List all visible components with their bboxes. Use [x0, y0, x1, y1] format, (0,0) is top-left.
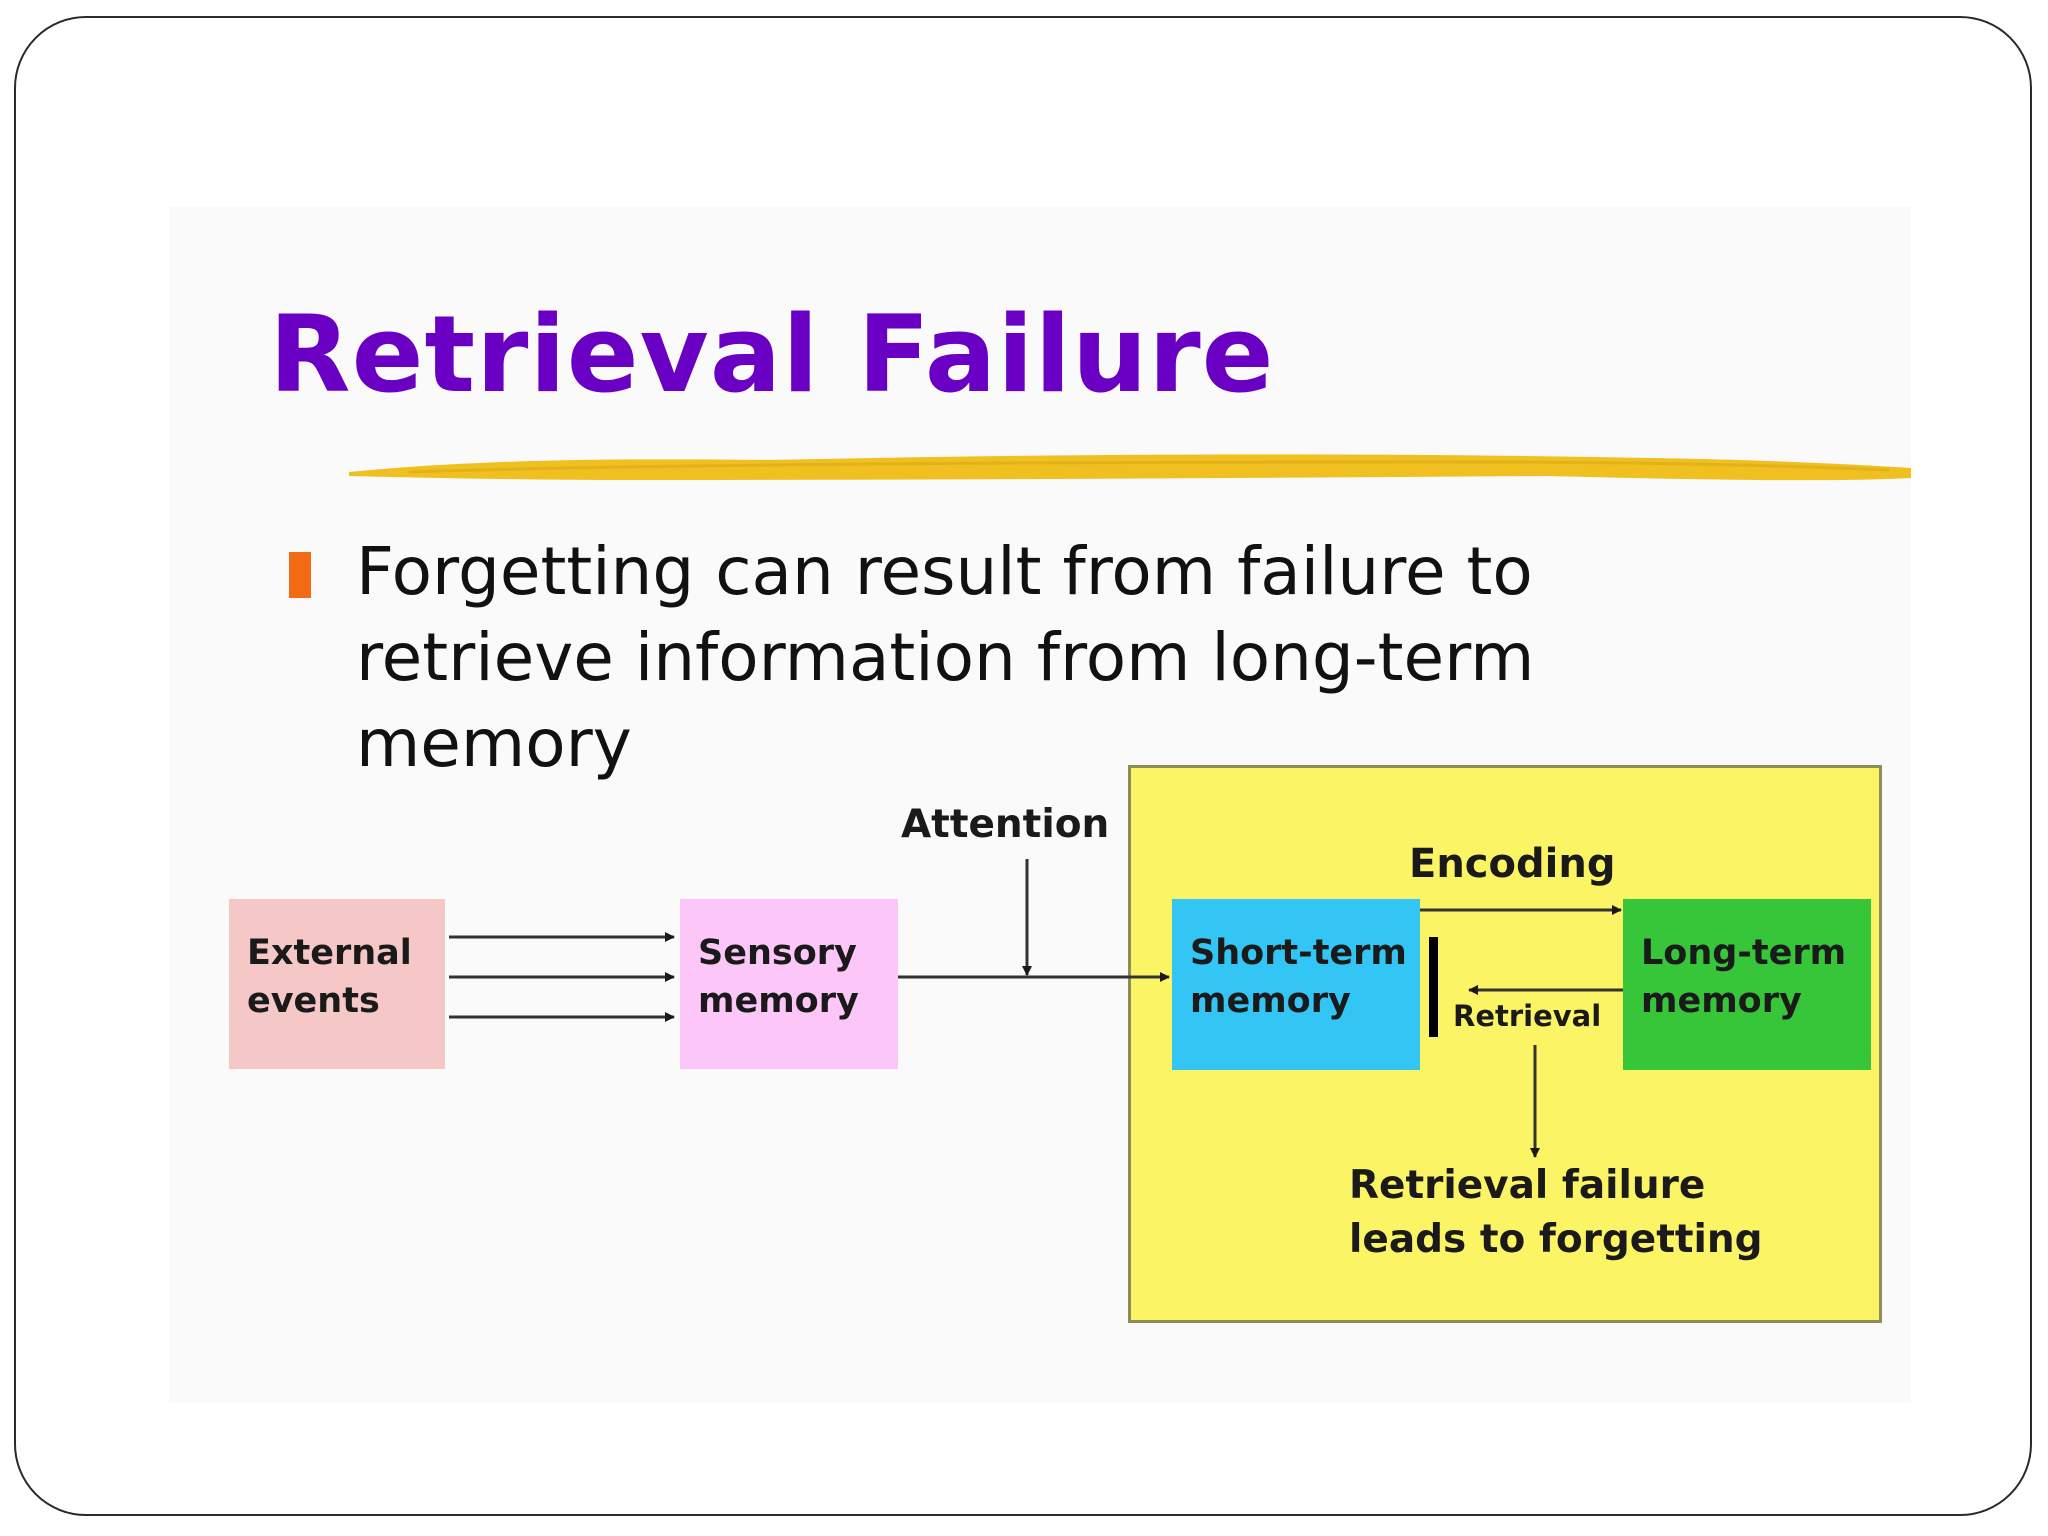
slide-frame: Retrieval Failure Forgetting can result … [14, 16, 2032, 1516]
slide-title: Retrieval Failure [269, 293, 1275, 416]
diagram-arrows [449, 859, 1623, 1158]
retrieval-block-bar [1429, 937, 1438, 1037]
slide-content: Retrieval Failure Forgetting can result … [169, 207, 1911, 1402]
short-term-memory-box: Short-term memory [1172, 899, 1420, 1070]
attention-label: Attention [901, 802, 1110, 847]
bullet-square-icon [289, 552, 311, 598]
sensory-memory-box: Sensory memory [680, 899, 898, 1069]
long-term-memory-box: Long-term memory [1623, 899, 1871, 1070]
encoding-label: Encoding [1409, 841, 1616, 887]
retrieval-label: Retrieval [1453, 999, 1602, 1033]
retrieval-failure-label: Retrieval failure leads to forgetting [1349, 1163, 1763, 1262]
bullet-text: Forgetting can result from failure to re… [356, 533, 1535, 782]
external-events-box: External events [229, 899, 445, 1069]
title-underline-brushstroke [349, 454, 1911, 481]
